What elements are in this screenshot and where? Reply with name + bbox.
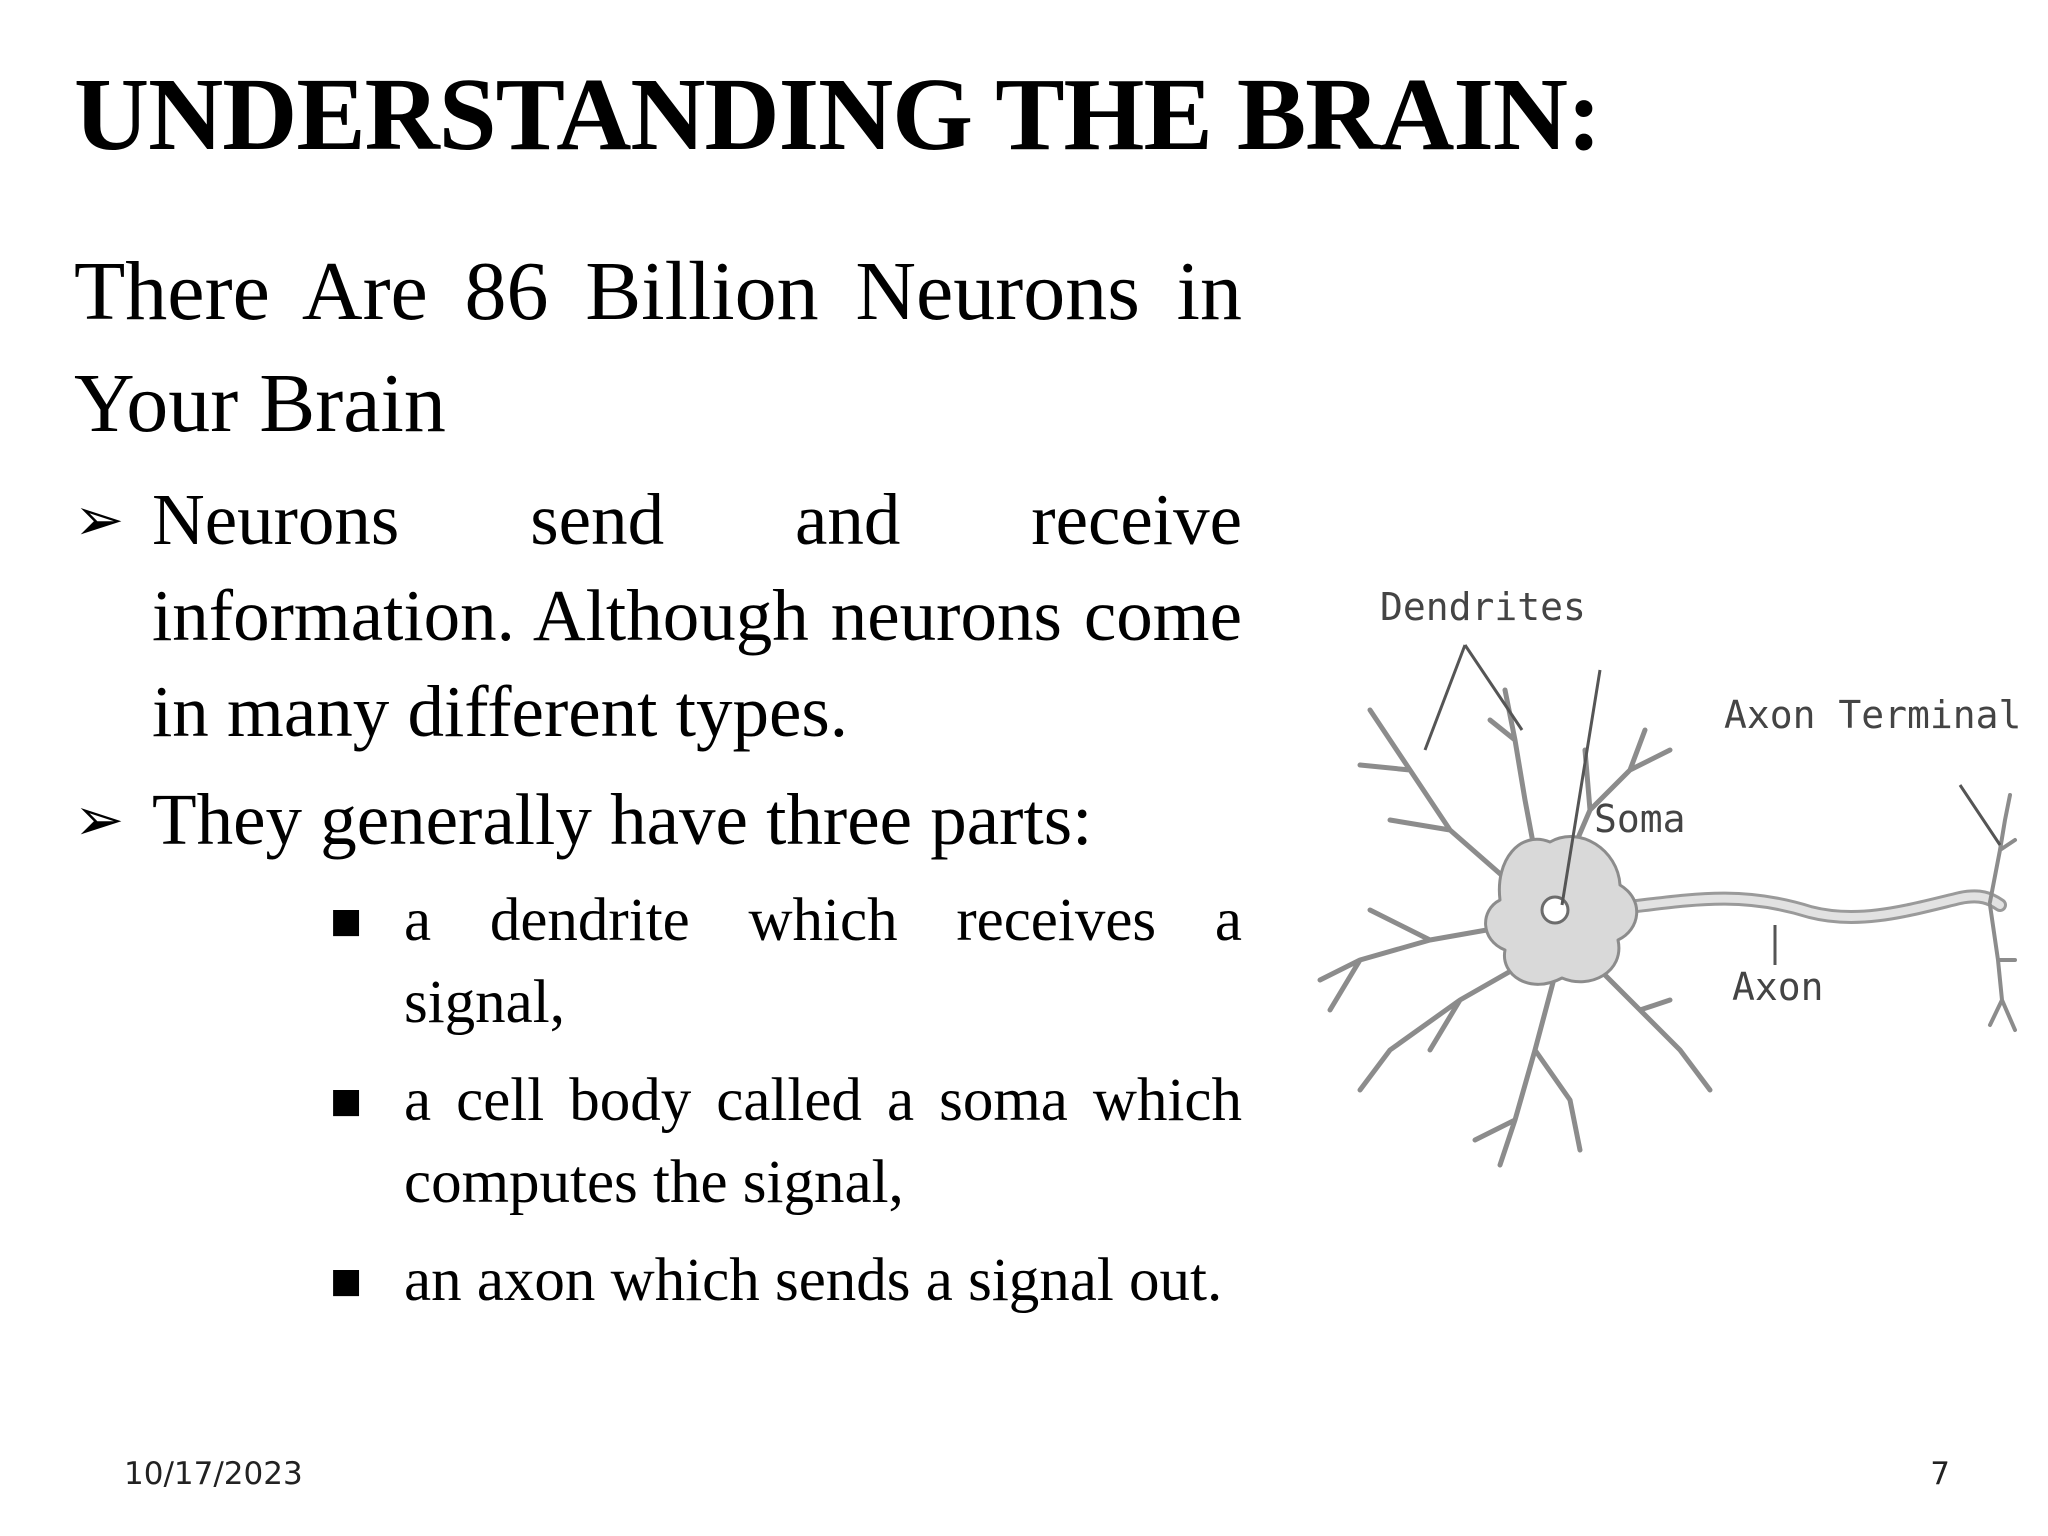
sub-bullet-item: ■ a dendrite which receives a signal, — [330, 880, 1242, 1044]
sub-bullet-item: ■ an axon which sends a signal out. — [330, 1240, 1242, 1322]
diagram-leader-lines — [1423, 644, 2002, 965]
bullet-text: They generally have three parts: — [152, 779, 1093, 860]
sub-bullet-text: a cell body called a soma which computes… — [404, 1067, 1242, 1216]
square-bullet-icon: ■ — [330, 1081, 363, 1121]
bullet-text: Neurons send and receive information. Al… — [152, 479, 1242, 752]
label-dendrites: Dendrites — [1380, 585, 1586, 629]
square-bullet-icon: ■ — [330, 1261, 363, 1301]
arrow-bullet-icon: ➢ — [74, 785, 125, 855]
label-axon-terminal: Axon Terminal — [1724, 693, 2020, 737]
sub-bullet-text: a dendrite which receives a signal, — [404, 887, 1242, 1036]
slide-title: UNDERSTANDING THE BRAIN: — [74, 57, 1602, 172]
slide-body: There Are 86 Billion Neurons in Your Bra… — [74, 236, 1242, 1338]
square-bullet-icon: ■ — [330, 901, 363, 941]
footer-date: 10/17/2023 — [124, 1456, 303, 1492]
sub-bullet-text: an axon which sends a signal out. — [404, 1247, 1223, 1314]
footer-page-number: 7 — [1930, 1456, 1950, 1492]
label-axon: Axon — [1732, 965, 1824, 1009]
bullet-item: ➢ Neurons send and receive information. … — [74, 472, 1242, 760]
sub-bullet-item: ■ a cell body called a soma which comput… — [330, 1060, 1242, 1224]
arrow-bullet-icon: ➢ — [74, 485, 125, 555]
label-soma: Soma — [1594, 797, 1686, 841]
neuron-diagram: Dendrites Axon Terminal Soma Axon — [1317, 585, 2020, 1168]
slide-subtitle: There Are 86 Billion Neurons in Your Bra… — [74, 245, 1242, 450]
bullet-item: ➢ They generally have three parts: — [74, 772, 1242, 868]
neuron-illustration — [1317, 687, 2017, 1168]
